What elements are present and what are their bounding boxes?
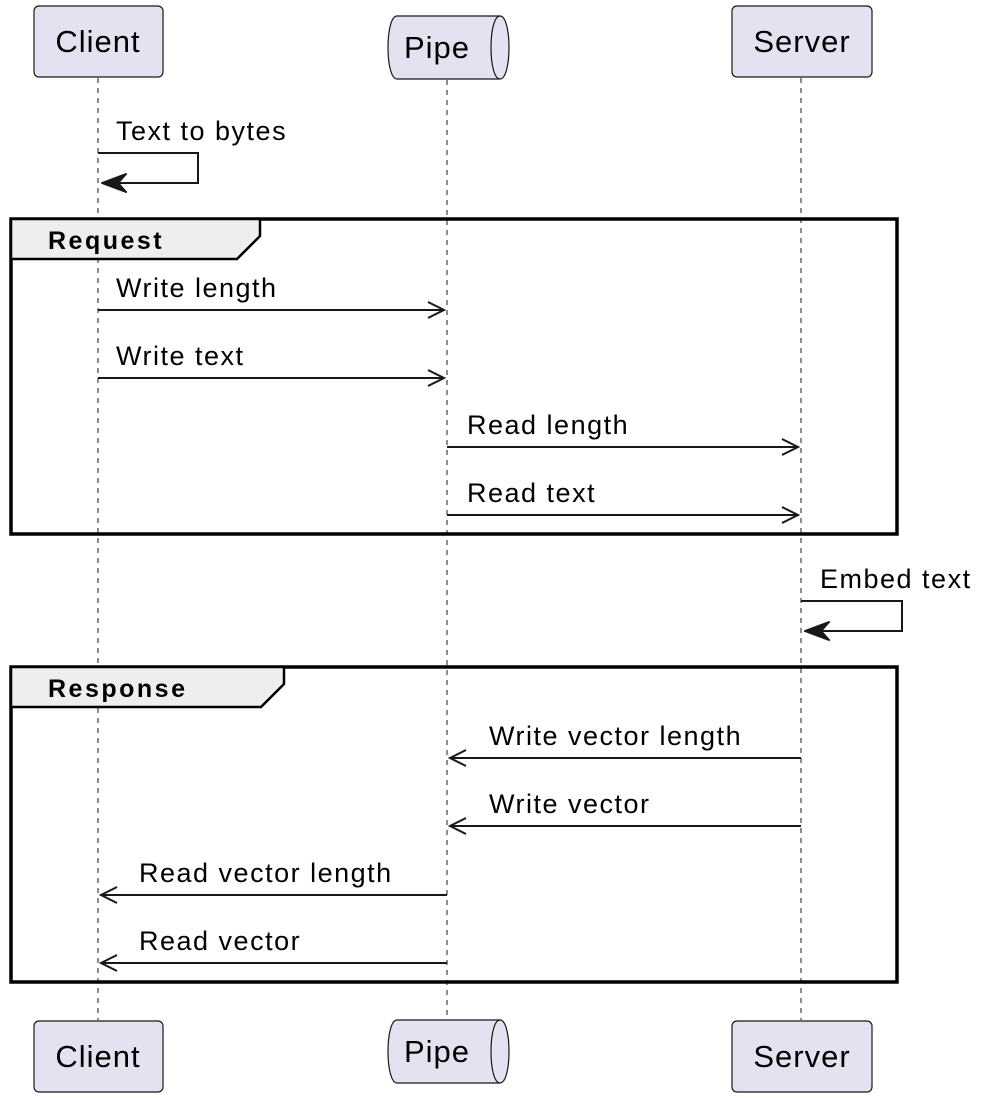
group-response: Response [9, 665, 899, 984]
message-label: Read text [467, 478, 596, 508]
message-label: Write length [116, 273, 278, 303]
participant-server-top: Server [731, 5, 873, 78]
participant-label: Server [753, 24, 850, 59]
group-request: Request [9, 217, 899, 536]
message-label: Read vector [139, 926, 301, 956]
message-write-text: Write text [98, 341, 444, 378]
message-write-vector: Write vector [450, 789, 801, 826]
message-write-length: Write length [98, 273, 444, 310]
message-write-vector-length: Write vector length [450, 721, 801, 758]
message-read-vector: Read vector [101, 926, 447, 963]
message-label: Write text [116, 341, 245, 371]
participant-label: Pipe [404, 30, 470, 65]
participant-server-bottom: Server [731, 1020, 873, 1093]
participant-label: Pipe [404, 1034, 470, 1069]
message-label: Embed text [820, 564, 972, 594]
participant-label: Client [55, 24, 140, 59]
message-read-vector-length: Read vector length [101, 858, 447, 895]
message-read-length: Read length [447, 410, 798, 447]
message-label: Read length [467, 410, 629, 440]
message-label: Write vector length [489, 721, 742, 751]
message-label: Read vector length [139, 858, 393, 888]
self-message-text-to-bytes: Text to bytes [98, 116, 287, 193]
participant-pipe-bottom: Pipe [387, 1019, 510, 1084]
message-label: Text to bytes [116, 116, 287, 146]
group-label: Request [48, 227, 164, 255]
participant-label: Client [55, 1039, 140, 1074]
participant-client-bottom: Client [33, 1020, 164, 1093]
self-message-embed-text: Embed text [801, 564, 972, 641]
participant-label: Server [753, 1039, 850, 1074]
message-label: Write vector [489, 789, 651, 819]
message-read-text: Read text [447, 478, 798, 515]
participant-client-top: Client [33, 5, 164, 78]
group-label: Response [48, 675, 187, 703]
participant-pipe-top: Pipe [387, 15, 510, 80]
